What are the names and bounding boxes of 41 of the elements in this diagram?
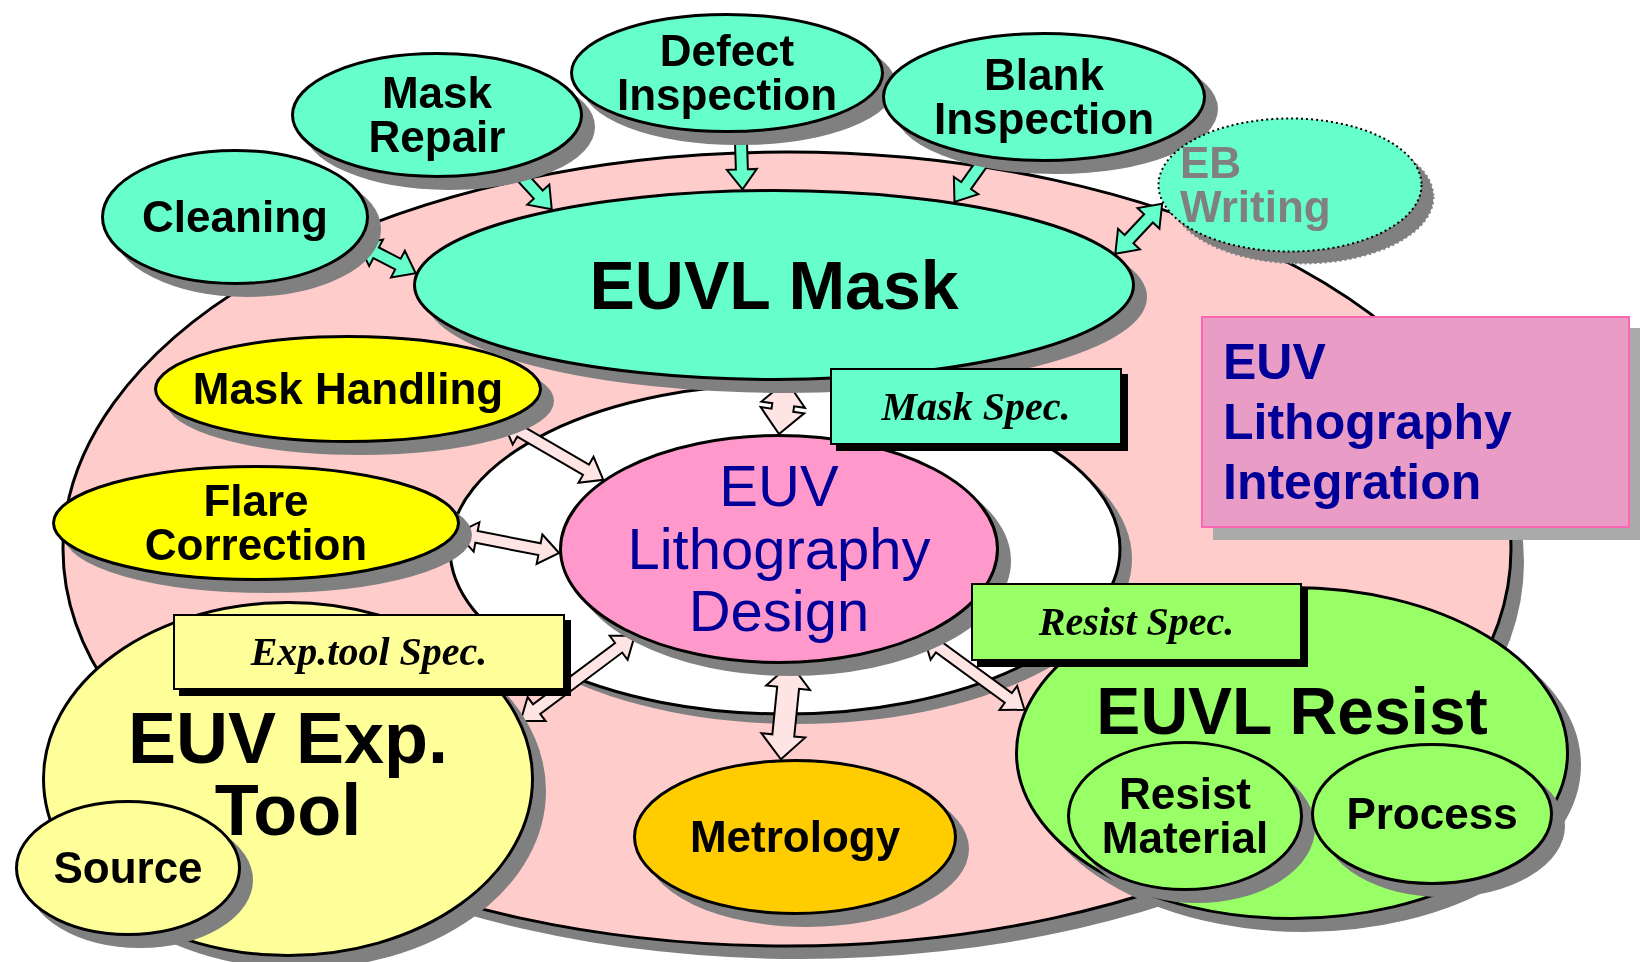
- node-label: Defect Inspection: [616, 29, 838, 117]
- block-arrow: [758, 379, 808, 436]
- node-label: Metrology: [688, 815, 902, 859]
- node-label: EUVL Mask: [588, 251, 960, 319]
- spec-label-box: [173, 614, 565, 690]
- node-label: Source: [52, 846, 204, 890]
- block-arrow: [501, 417, 605, 484]
- node-label: Cleaning: [141, 195, 329, 239]
- node-label: EUV Exp. Tool: [126, 702, 450, 846]
- spec-label: Exp.tool Spec.: [249, 632, 489, 672]
- node-label: Mask Repair: [367, 71, 507, 159]
- topic-ellipse: [633, 759, 957, 915]
- topic-ellipse: [570, 13, 884, 133]
- block-arrow: [922, 634, 1026, 712]
- node-label: Flare Correction: [143, 479, 369, 567]
- topic-ellipse: [101, 149, 369, 285]
- node-label: Resist Material: [1100, 772, 1270, 860]
- spec-label-box: [971, 583, 1302, 661]
- topic-ellipse: [1311, 743, 1553, 885]
- spec-label: Mask Spec.: [880, 386, 1072, 427]
- node-label: Process: [1345, 792, 1519, 836]
- topic-ellipse: [1157, 117, 1423, 253]
- topic-ellipse: [291, 52, 583, 178]
- block-arrow: [759, 662, 813, 761]
- topic-ellipse: [154, 335, 542, 443]
- node-label: EUV Lithography Design: [626, 455, 932, 643]
- block-arrow: [356, 238, 418, 279]
- node-label: EUVL Resist: [1095, 678, 1489, 744]
- topic-ellipse: [1067, 741, 1303, 891]
- topic-ellipse: [52, 465, 460, 581]
- block-arrow: [1114, 202, 1164, 255]
- topic-ellipse: [559, 434, 999, 664]
- spec-label: Resist Spec.: [1037, 602, 1236, 642]
- node-label: Blank Inspection: [933, 53, 1155, 141]
- block-arrow: [455, 520, 561, 566]
- node-label: EB Writing: [1180, 141, 1332, 229]
- panel-title: EUV Lithography Integration: [1223, 333, 1513, 512]
- node-label: Mask Handling: [191, 367, 505, 411]
- block-arrow: [724, 131, 759, 192]
- block-arrow: [519, 634, 636, 723]
- spec-label-box: [830, 368, 1122, 445]
